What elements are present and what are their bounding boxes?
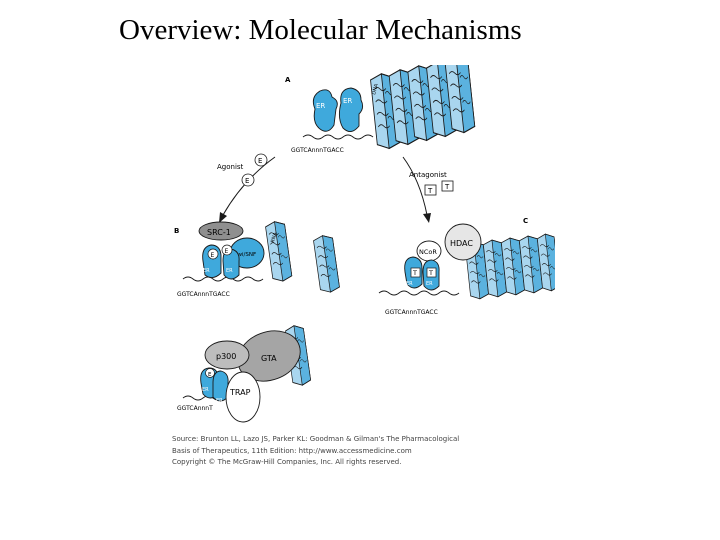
panel-c-tamoxifen-right	[426, 267, 437, 278]
agonist-ligand-1	[254, 153, 268, 167]
swi-snf-label: Swi/SNF	[234, 252, 256, 258]
panel-b-er-right-label: ER	[226, 268, 233, 274]
panel-a-er-right: ER	[343, 97, 352, 105]
hdac-label: HDAC	[450, 239, 473, 248]
panel-d-estrogen-label: E	[208, 372, 212, 378]
panel-c-sequence: GGTCAnnnTGACC	[385, 309, 438, 316]
panel-b-chromatin	[264, 219, 341, 294]
ncor-label: NCoR	[419, 248, 437, 256]
panel-b-letter: B	[174, 227, 179, 235]
panel-a-dna-strand	[302, 134, 374, 140]
panel-a-sequence: GGTCAnnnTGACC	[291, 147, 344, 154]
panel-b-estrogen-right	[221, 244, 233, 256]
panel-b-sequence: GGTCAnnnTGACC	[177, 291, 230, 298]
antagonist-arrowhead	[423, 213, 431, 223]
panel-a-dna-tag: DNA	[371, 83, 380, 96]
panel-b-er-left-label: ER	[203, 268, 210, 274]
panel-b-estrogen-left-label: E	[211, 252, 215, 259]
panel-c-tamoxifen-left	[410, 267, 421, 278]
caption-line-3: Copyright © The McGraw-Hill Companies, I…	[172, 458, 402, 466]
agonist-arrowhead	[219, 212, 227, 223]
src1-complex	[198, 221, 244, 241]
panel-d-er-left-label: ER	[202, 387, 209, 393]
panel-a-er-dimer	[312, 87, 364, 132]
antagonist-ligand-2-label: T	[444, 183, 450, 191]
p300-label: p300	[216, 352, 236, 361]
src1-label: SRC-1	[207, 228, 231, 237]
antagonist-label: Antagonist	[409, 171, 447, 179]
mechanism-figure: A DNA ER ER GGTCAnnnTGACC Agonist E E An…	[174, 65, 555, 423]
panel-d-sequence: GGTCAnnnT	[177, 405, 213, 412]
panel-b-rna-tag: RNA	[270, 231, 279, 243]
page-title: Overview: Molecular Mechanisms	[119, 14, 522, 46]
antagonist-ligand-2	[441, 180, 454, 192]
agonist-label: Agonist	[217, 163, 244, 171]
p300-complex	[204, 340, 250, 370]
panel-c-er-left-label: ER	[406, 281, 413, 287]
panel-a-letter: A	[285, 76, 291, 84]
panel-b-dna-strand	[182, 276, 264, 282]
hdac-complex	[444, 223, 482, 261]
panel-c-tamoxifen-right-label: T	[428, 269, 433, 277]
panel-b-estrogen-right-label: E	[225, 248, 229, 255]
trap-complex	[225, 371, 261, 423]
agonist-ligand-2	[241, 173, 255, 187]
antagonist-arrow	[402, 156, 428, 216]
panel-d-estrogen	[205, 368, 215, 378]
panel-c-er-right-label: ER	[426, 281, 433, 287]
panel-c-dna-strand	[378, 290, 460, 296]
caption-line-2: Basis of Therapeutics, 11th Edition: htt…	[172, 446, 412, 455]
panel-d-er-right-label: ER	[216, 398, 223, 404]
figure-caption: Source: Brunton LL, Lazo JS, Parker KL: …	[172, 434, 459, 469]
caption-line-1: Source: Brunton LL, Lazo JS, Parker KL: …	[172, 435, 460, 443]
panel-d-er-right	[212, 370, 229, 402]
agonist-ligand-1-label: E	[258, 157, 262, 165]
panel-c-letter: C	[523, 217, 528, 225]
panel-a-er-left: ER	[316, 102, 325, 110]
agonist-ligand-2-label: E	[245, 177, 249, 185]
panel-c-tamoxifen-left-label: T	[412, 269, 417, 277]
antagonist-ligand-1-label: T	[427, 187, 433, 195]
panel-a-chromatin	[369, 65, 476, 151]
panel-b-estrogen-left	[207, 248, 219, 260]
gta-label: GTA	[261, 354, 277, 363]
antagonist-ligand-1	[424, 184, 437, 196]
trap-label: TRAP	[229, 388, 251, 397]
